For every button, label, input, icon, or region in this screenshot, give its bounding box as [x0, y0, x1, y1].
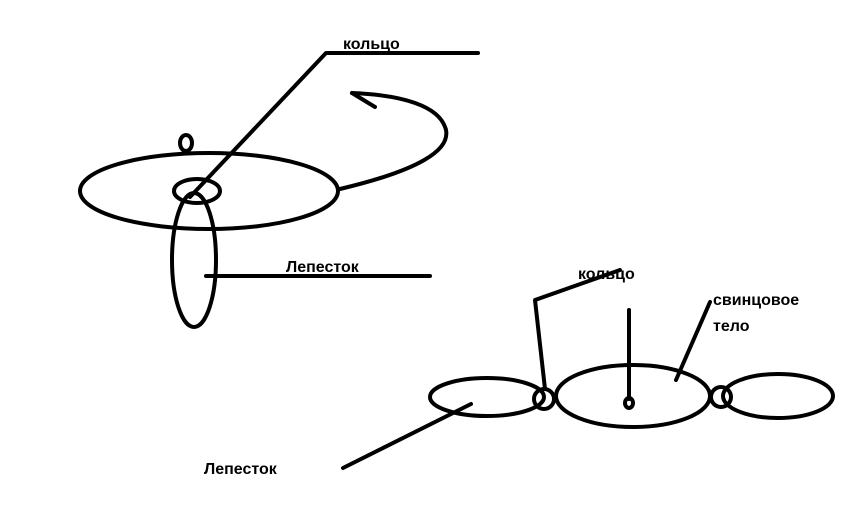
bottom-left-petal-ellipse — [428, 376, 546, 418]
top-ring-leader-line — [188, 51, 480, 199]
rotation-arrowhead — [350, 91, 377, 109]
top-petal-ellipse — [170, 191, 218, 329]
bottom-petal-label: Лепесток — [204, 461, 278, 478]
bottom-petal-leader-line — [341, 402, 473, 470]
bottom-right-ring — [709, 385, 733, 409]
rotation-arc — [338, 91, 449, 191]
lead-body-leader-line — [674, 300, 712, 382]
lead-body-label-line1: свинцовое — [713, 292, 799, 309]
top-figure: кольцо Лепесток — [78, 36, 480, 329]
lead-body-ellipse — [554, 363, 712, 429]
top-ring-label: кольцо — [343, 36, 400, 53]
bottom-right-petal-ellipse — [721, 372, 835, 420]
bottom-figure: кольцо свинцовое тело Лепесток — [204, 266, 835, 478]
top-petal-label: Лепесток — [286, 259, 360, 276]
top-disc-ellipse — [78, 151, 340, 231]
bottom-ring-leader-line — [533, 268, 622, 391]
bottom-ring-label: кольцо — [578, 266, 635, 283]
top-small-loop — [178, 133, 194, 153]
top-ring-ellipse — [172, 177, 222, 205]
lead-body-label-line2: тело — [713, 318, 750, 335]
center-pin-loop — [623, 396, 635, 410]
